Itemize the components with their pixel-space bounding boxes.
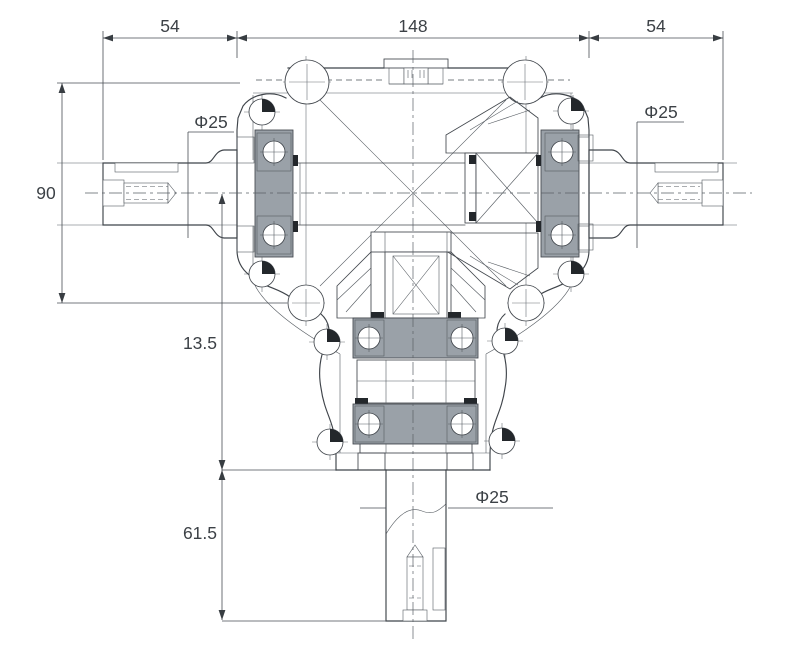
left-bearing [254, 129, 298, 258]
dia-bottom-label: Φ25 [475, 487, 508, 507]
dim-dia-right: Φ25 [636, 102, 684, 248]
dia-left-label: Φ25 [194, 112, 227, 132]
horizontal-bevel-gear [445, 96, 539, 290]
right-shaft-keyway [654, 162, 719, 173]
dimensions: 54 148 54 90 13.5 61.5 Φ25 Φ25 [36, 16, 724, 622]
vertical-bearing-upper [352, 317, 479, 359]
dim-top-center-label: 148 [398, 16, 427, 36]
vertical-bevel-gear [336, 231, 486, 319]
housing [236, 58, 590, 471]
dim-shaft-length-label: 61.5 [183, 523, 217, 543]
dia-right-label: Φ25 [644, 102, 677, 122]
vertical-shaft-assembly [336, 231, 486, 622]
dim-top-left-label: 54 [160, 16, 180, 36]
flange-bolt-holes [248, 97, 585, 456]
vertical-bearing-lower [352, 398, 479, 445]
dim-offset-label: 13.5 [183, 333, 217, 353]
cover-ring [359, 443, 473, 454]
bottom-shaft-keyway [432, 547, 446, 611]
dim-height-label: 90 [36, 183, 56, 203]
axes [85, 50, 752, 643]
filler-plug [383, 58, 449, 85]
dim-top-chain: 54 148 54 [102, 16, 724, 160]
right-bearing [536, 129, 594, 258]
shaft-seal-right [446, 452, 474, 471]
dim-top-right-label: 54 [646, 16, 666, 36]
left-shaft-keyway [114, 162, 179, 173]
dim-dia-left: Φ25 [187, 112, 234, 238]
dim-vertical-chain: 13.5 61.5 [183, 194, 386, 622]
dim-height-90: 90 [36, 82, 287, 304]
dim-dia-bottom: Φ25 [360, 487, 553, 509]
shaft-seal-left [357, 452, 386, 471]
bolt-boss-circles [284, 59, 548, 322]
bearing-spacer [356, 359, 476, 404]
bottom-shaft [385, 469, 447, 622]
horizontal-shaft-assembly [57, 96, 737, 290]
